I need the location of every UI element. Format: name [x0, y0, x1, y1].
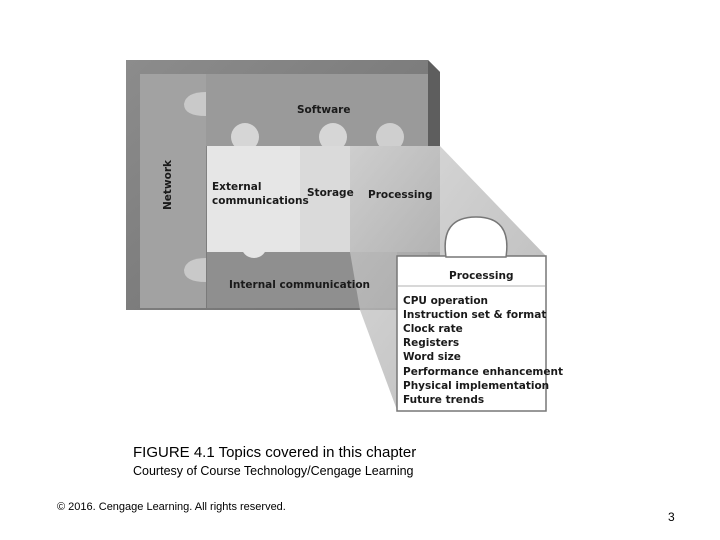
callout-item: Word size	[403, 351, 461, 363]
network-label: Network	[162, 159, 174, 210]
callout-item: CPU operation	[403, 295, 488, 307]
zoom-beam	[350, 146, 546, 410]
network-knob-top	[184, 92, 206, 116]
callout-item: Performance enhancement	[403, 366, 563, 378]
callout-knob	[444, 216, 508, 258]
copyright-notice: © 2016. Cengage Learning. All rights res…	[57, 501, 286, 513]
processing-label: Processing	[368, 189, 433, 201]
software-label: Software	[297, 104, 350, 116]
page-number: 3	[668, 510, 675, 524]
external-label-line1: External	[212, 181, 261, 193]
callout-item: Clock rate	[403, 323, 463, 335]
callout-item: Registers	[403, 337, 459, 349]
software-knob-1	[231, 123, 259, 151]
software-knob-2	[319, 123, 347, 151]
callout-item: Physical implementation	[403, 380, 549, 392]
network-knob-bottom	[184, 258, 206, 282]
storage-label: Storage	[307, 187, 354, 199]
software-knob-3	[376, 123, 404, 151]
external-label-line2: communications	[212, 195, 309, 207]
storage-piece	[300, 146, 350, 252]
callout-item: Instruction set & format	[403, 309, 546, 321]
figure-caption-credit: Courtesy of Course Technology/Cengage Le…	[133, 464, 414, 478]
external-knob-bottom	[241, 232, 267, 258]
internal-communication-label: Internal communication	[229, 279, 370, 291]
figure-caption-title: FIGURE 4.1 Topics covered in this chapte…	[133, 444, 417, 461]
callout-item: Future trends	[403, 394, 484, 406]
callout-title: Processing	[449, 270, 514, 282]
